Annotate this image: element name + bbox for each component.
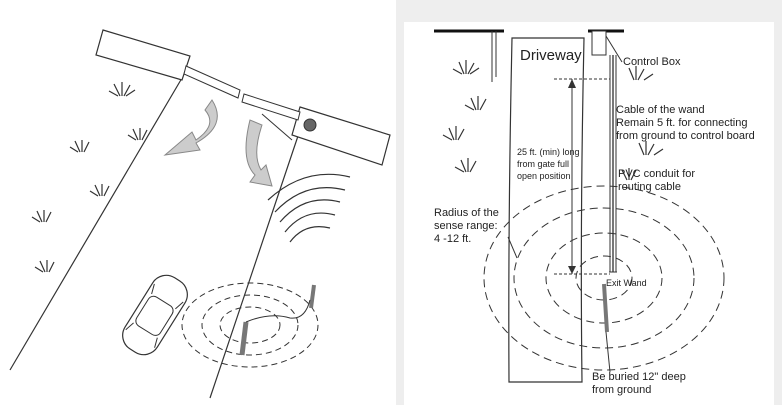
control-box-light bbox=[303, 118, 317, 132]
exit-wand-icon bbox=[309, 284, 316, 309]
cable-note-line1: Cable of the wand bbox=[616, 104, 705, 116]
gate-post-left bbox=[95, 29, 191, 81]
exit-wand-icon bbox=[239, 321, 249, 356]
burial-note-line2: from ground bbox=[592, 384, 651, 396]
control-box-leader bbox=[605, 35, 623, 63]
grass-tuft-icon bbox=[442, 60, 664, 181]
distance-arrow-head bbox=[568, 266, 576, 274]
radius-leader bbox=[507, 236, 518, 259]
distance-note-line2: from gate full bbox=[517, 159, 569, 169]
burial-leader bbox=[605, 331, 611, 373]
grass-tuft-icon bbox=[31, 82, 148, 273]
perspective-svg bbox=[9, 29, 391, 399]
cable-note-line2: Remain 5 ft. for connecting bbox=[616, 117, 747, 129]
gate-arm-icon bbox=[183, 65, 301, 141]
plan-diagram-svg: Driveway Control Box Cable of the wand R… bbox=[434, 29, 755, 396]
radius-note-line3: 4 -12 ft. bbox=[434, 233, 471, 245]
driveway-label: Driveway bbox=[520, 47, 582, 64]
driveway-left-edge bbox=[9, 77, 183, 371]
control-box-label: Control Box bbox=[623, 56, 681, 68]
perspective-illustration bbox=[0, 0, 392, 405]
distance-note-line1: 25 ft. (min) long bbox=[517, 147, 580, 157]
driveway-right-edge bbox=[209, 129, 301, 399]
plan-diagram-panel: Driveway Control Box Cable of the wand R… bbox=[396, 0, 782, 405]
car-icon bbox=[122, 274, 188, 356]
cable-note-line3: from ground to control board bbox=[616, 130, 755, 142]
curved-arrow-icon bbox=[163, 99, 218, 156]
control-box-icon bbox=[591, 30, 607, 56]
sense-range-rings bbox=[483, 185, 725, 371]
signal-wave-icon bbox=[267, 173, 351, 243]
gate-post-right bbox=[291, 106, 391, 166]
plan-diagram-canvas: Driveway Control Box Cable of the wand R… bbox=[404, 22, 774, 405]
sense-range-rings bbox=[181, 282, 319, 368]
conduit-note-line1: PVC conduit for bbox=[618, 168, 695, 180]
exit-wand-label: Exit Wand bbox=[606, 278, 647, 288]
exit-wand-icon bbox=[602, 283, 609, 333]
distance-note-line3: open position bbox=[517, 171, 571, 181]
driveway-shape bbox=[508, 37, 585, 383]
conduit-note-line2: routing cable bbox=[618, 181, 681, 193]
radius-note-line2: sense range: bbox=[434, 220, 498, 232]
curved-arrow-icon bbox=[245, 119, 273, 187]
burial-note-line1: Be buried 12" deep bbox=[592, 371, 686, 383]
radius-note-line1: Radius of the bbox=[434, 207, 499, 219]
wand-cable bbox=[245, 299, 311, 323]
distance-arrow-head bbox=[568, 79, 576, 88]
